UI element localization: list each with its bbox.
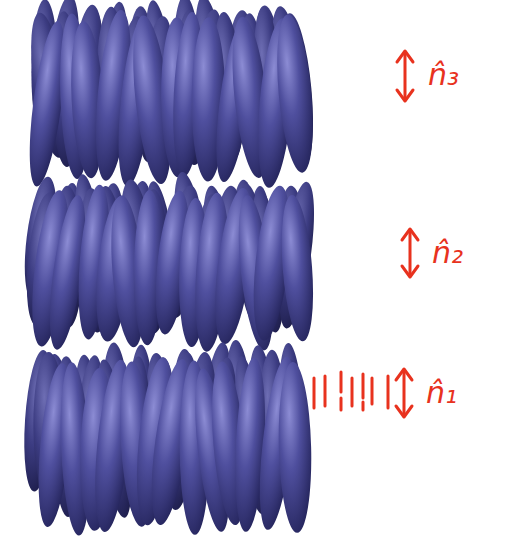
arrow-head xyxy=(396,369,412,380)
director-label: n̂₃ xyxy=(428,60,459,90)
director-arrow xyxy=(404,52,407,100)
arrow-head xyxy=(396,406,412,417)
arrow-head xyxy=(397,90,413,101)
rod-molecule xyxy=(277,194,317,343)
director-label: n̂₁ xyxy=(426,378,457,408)
molecule-layers xyxy=(19,0,321,536)
arrow-head xyxy=(402,266,418,277)
rod-molecule xyxy=(277,362,314,534)
rod-molecule xyxy=(271,13,318,174)
arrow-head xyxy=(397,51,413,62)
director-arrows xyxy=(396,51,418,417)
arrow-head xyxy=(402,229,418,240)
director-label: n̂₂ xyxy=(432,238,463,268)
molecule-sketch xyxy=(314,372,388,410)
director-arrow xyxy=(403,370,406,416)
director-arrow xyxy=(409,230,412,276)
